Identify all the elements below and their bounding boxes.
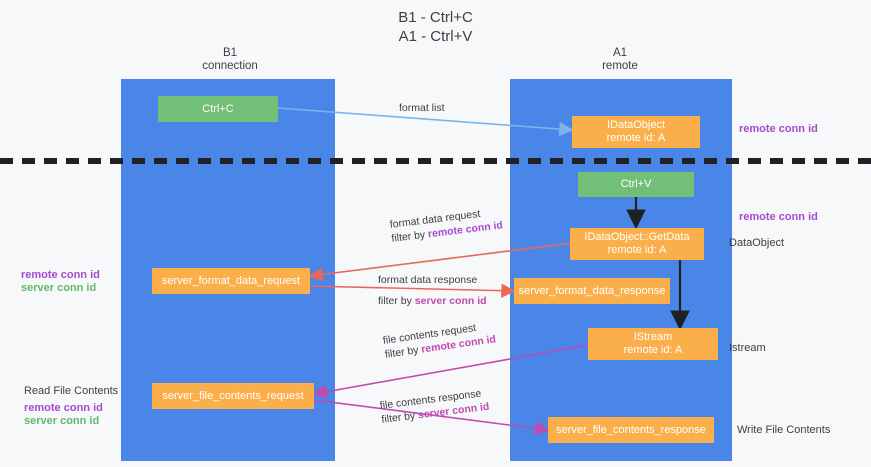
column-header-a1: A1 remote	[602, 47, 638, 72]
edge-label-format-list-text: format list	[399, 102, 445, 114]
node-ctrl-v-label: Ctrl+V	[620, 178, 652, 190]
edge-label-file-contents-request: file contents request filter by remote c…	[382, 318, 497, 361]
node-idataobject[interactable]: IDataObject remote id: A	[572, 116, 700, 148]
node-ctrl-c-label: Ctrl+C	[202, 102, 234, 115]
node-server-file-contents-response-label: server_file_contents_response	[556, 423, 706, 436]
side-label-left-server-conn-id: server conn id	[21, 282, 97, 294]
node-server-format-data-request[interactable]: server_format_data_request	[152, 268, 310, 294]
side-label-right-mid-remote-conn-id: remote conn id	[739, 211, 818, 223]
diagram-title: B1 - Ctrl+C A1 - Ctrl+V	[398, 9, 473, 45]
node-server-format-data-request-label: server_format_data_request	[161, 274, 301, 287]
node-getdata-line2: remote id: A	[607, 244, 667, 256]
side-label-dataobject: DataObject	[729, 237, 785, 249]
side-label-left-remote-conn-id: remote conn id	[21, 269, 100, 281]
edge-label-format-data-response-line1: format data response	[378, 274, 478, 286]
node-getdata-line1: IDataObject::GetData	[584, 231, 690, 243]
node-istream-line1: IStream	[633, 331, 673, 343]
edge-label-file-contents-response: file contents response filter by server …	[379, 386, 490, 427]
edge-label-format-list: format list	[399, 101, 445, 115]
side-label-left-bottom-remote-conn-id: remote conn id	[24, 402, 103, 414]
node-ctrl-c[interactable]: Ctrl+C	[158, 96, 278, 122]
node-server-format-data-response-label: server_format_data_response	[518, 284, 666, 297]
node-idataobject-line1: IDataObject	[606, 119, 666, 131]
side-label-left-bottom-server-conn-id: server conn id	[24, 415, 100, 427]
edge-label-format-data-request: format data request filter by remote con…	[389, 204, 504, 245]
edge-label-format-data-response: format data response filter by server co…	[378, 273, 487, 308]
node-server-file-contents-response[interactable]: server_file_contents_response	[548, 417, 714, 443]
side-label-write-file-contents: Write File Contents	[737, 424, 831, 436]
filter-key-server-conn-id-1: server conn id	[414, 295, 487, 307]
filter-by-prefix-1: filter by	[390, 228, 429, 245]
node-ctrl-v[interactable]: Ctrl+V	[578, 172, 694, 197]
side-label-right-top-remote-conn-id: remote conn id	[739, 123, 818, 135]
side-label-read-file-contents: Read File Contents	[24, 385, 119, 397]
node-server-format-data-response[interactable]: server_format_data_response	[514, 278, 670, 304]
side-label-istream: Istream	[729, 342, 766, 354]
column-header-b1: B1 connection	[202, 47, 258, 72]
filter-by-prefix-3: filter by	[384, 343, 423, 361]
node-getdata[interactable]: IDataObject::GetData remote id: A	[570, 228, 704, 260]
edge-label-format-data-response-line2: filter by server conn id	[378, 294, 487, 308]
node-server-file-contents-request-label: server_file_contents_request	[162, 389, 304, 402]
filter-by-prefix-2: filter by	[378, 295, 415, 307]
node-idataobject-line2: remote id: A	[606, 132, 666, 144]
node-istream-line2: remote id: A	[623, 344, 683, 356]
node-server-file-contents-request[interactable]: server_file_contents_request	[152, 383, 314, 409]
filter-by-prefix-4: filter by	[380, 409, 419, 426]
node-istream[interactable]: IStream remote id: A	[588, 328, 718, 360]
